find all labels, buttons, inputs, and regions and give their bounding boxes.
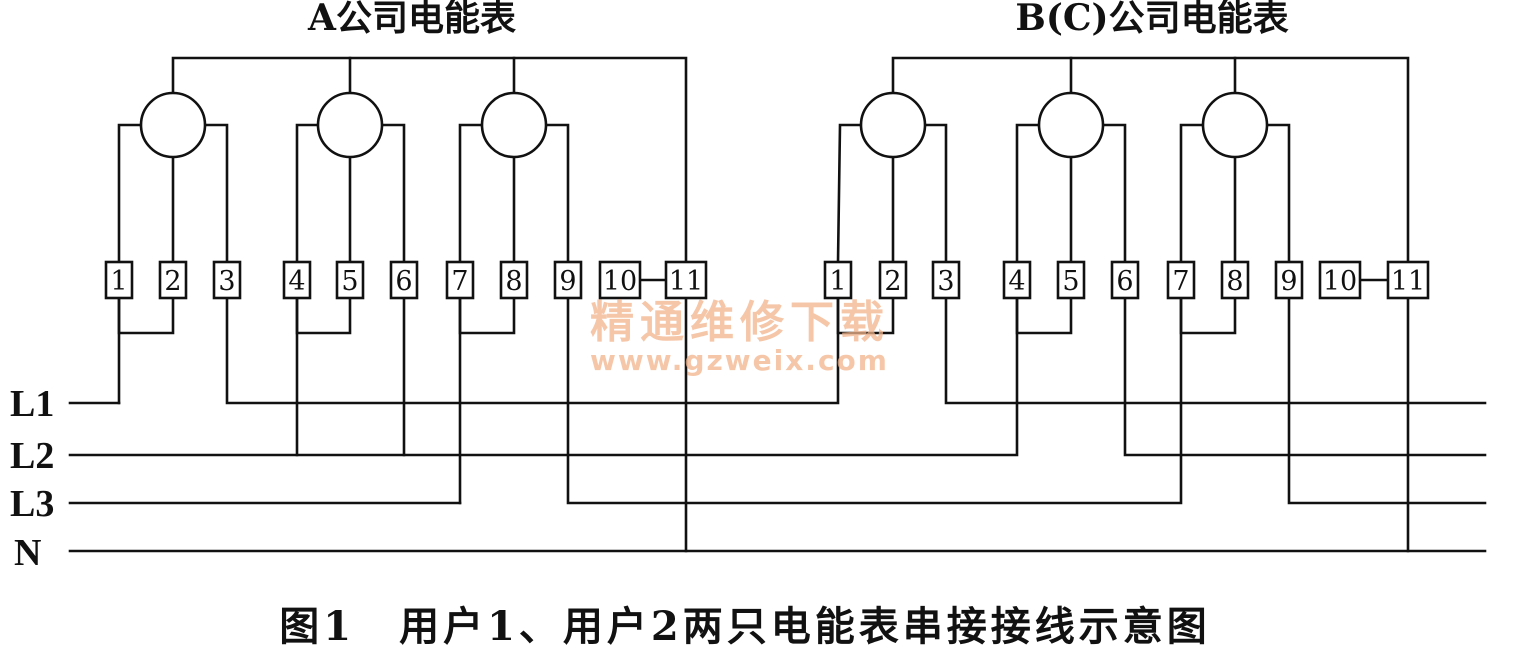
meter-b-terminal-2-box: [878, 260, 908, 300]
meter-b-terminal-11-box: [1386, 260, 1430, 300]
meter-b-jumper-2: [1015, 296, 1073, 335]
meter-a-terminal-10-box: [598, 260, 642, 300]
figure-caption: 图1 用户1、用户2两只电能表串接接线示意图: [279, 603, 1211, 650]
l1-meter-b-3-out: [944, 296, 1487, 405]
meter-a-terminal-5-box: [335, 260, 365, 300]
l1-meter-a-3-to-meter-b-1: [225, 296, 840, 405]
meter-a-terminal-2-label: 2: [164, 266, 181, 297]
meter-a-coil-2: [316, 91, 384, 159]
meter-a-terminal-1-box: [104, 260, 134, 300]
meter-b-terminal-8-label: 8: [1226, 266, 1243, 297]
meter-b-terminal-8-box: [1220, 260, 1250, 300]
l3-meter-b-9-out: [1287, 296, 1487, 505]
meter-a-terminal-8-label: 8: [505, 266, 522, 297]
meter-b-terminal-6-label: 6: [1116, 266, 1133, 297]
meter-a-terminal-6-box: [389, 260, 419, 300]
meter-b-terminal-4-box: [1002, 260, 1032, 300]
meter-b-terminal-7-box: [1166, 260, 1196, 300]
meter-b-title: B(C)公司电能表: [1015, 0, 1288, 39]
meter-b-terminal-11-label: 11: [1391, 266, 1425, 297]
line-label-l2: L2: [10, 435, 54, 477]
meter-b-coil-2: [1037, 91, 1105, 159]
meter-a-voltage-bus: [171, 56, 688, 264]
meter-b-terminal-2-label: 2: [884, 266, 901, 297]
meter-b-terminal-1-label: 1: [829, 266, 846, 297]
meter-a-coil-3: [480, 91, 548, 159]
meter-b-terminal-10-box: [1318, 260, 1362, 300]
meter-b-terminal-10-label: 10: [1323, 266, 1357, 297]
l3-meter-a-9-to-meter-b-7: [566, 296, 1183, 505]
meter-b-terminal-6-box: [1110, 260, 1140, 300]
meter-b-terminal-9-box: [1274, 260, 1304, 300]
meter-a-jumper-2: [295, 296, 352, 335]
meter-a-jumper-3: [458, 296, 516, 335]
meter-a-coil-1: [139, 91, 207, 159]
meter-a-terminal-4-label: 4: [288, 266, 305, 297]
meter-a-terminal-7-label: 7: [451, 266, 468, 297]
watermark-url: www.gzweix.com: [590, 344, 889, 377]
meter-a-terminal-1-label: 1: [110, 266, 127, 297]
watermark-name: 精通维修下载: [590, 297, 890, 348]
meter-a-terminal-11-label: 11: [669, 266, 703, 297]
meter-b-terminal-5-label: 5: [1062, 266, 1079, 297]
meter-a-terminal-11-box: [664, 260, 708, 300]
meter-b-terminal-4-label: 4: [1008, 266, 1025, 297]
meter-b-terminal-3-box: [931, 260, 961, 300]
meter-b-coil-1: [859, 91, 927, 159]
meter-b-voltage-bus: [891, 56, 1410, 264]
meter-a-terminal-8-box: [499, 260, 529, 300]
l2-meter-b-6-out: [1123, 296, 1487, 457]
meter-a-terminal-6-label: 6: [395, 266, 412, 297]
meter-a-jumper-1: [117, 296, 175, 335]
meter-b-jumper-3: [1179, 296, 1237, 335]
line-label-n: N: [14, 532, 41, 574]
meter-a-terminal-7-box: [445, 260, 475, 300]
meter-a-terminal-4-box: [282, 260, 312, 300]
meter-b-terminal-1-box: [823, 260, 853, 300]
meter-a-terminal-10-label: 10: [603, 266, 637, 297]
meter-a-terminal-9-label: 9: [559, 266, 576, 297]
meter-b-terminal-5-box: [1056, 260, 1086, 300]
l2-meter-a-6-to-meter-b-4: [402, 296, 1019, 457]
meter-a-terminal-5-label: 5: [341, 266, 358, 297]
meter-a-terminal-9-box: [553, 260, 583, 300]
meter-a-terminal-2-box: [158, 260, 188, 300]
meter-a-title: A公司电能表: [307, 0, 516, 39]
meter-coils: [139, 91, 1269, 159]
line-label-l1: L1: [10, 383, 54, 425]
meter-b-terminal-7-label: 7: [1172, 266, 1189, 297]
meter-a-terminal-3-box: [212, 260, 242, 300]
meter-b-terminal-9-label: 9: [1280, 266, 1297, 297]
line-label-l3: L3: [10, 483, 54, 525]
meter-b-terminal-3-label: 3: [937, 266, 954, 297]
meter-a-terminal-3-label: 3: [218, 266, 235, 297]
meter-b-coil-3: [1201, 91, 1269, 159]
